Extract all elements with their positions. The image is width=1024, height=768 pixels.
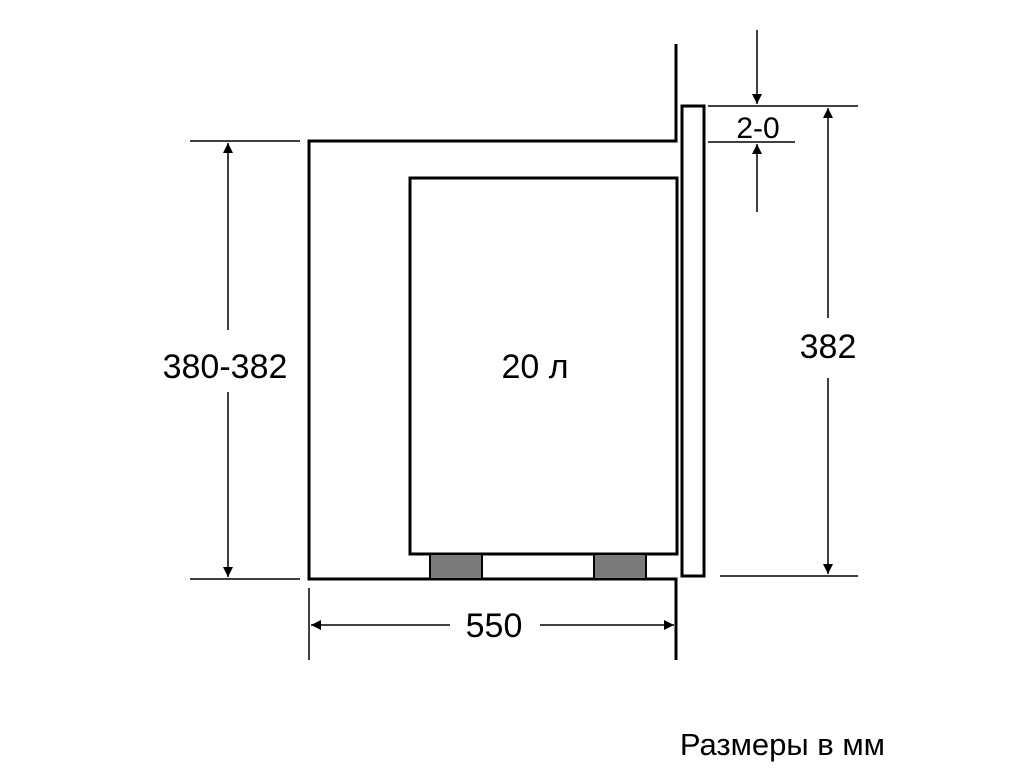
volume-label: 20 л: [501, 348, 568, 386]
appliance-foot-left: [429, 553, 483, 580]
appliance-foot-right: [593, 553, 647, 580]
oven-height-label: 382: [800, 328, 857, 366]
appliance-body: [408, 176, 679, 556]
depth-label: 550: [466, 607, 523, 645]
front-panel: [680, 104, 706, 578]
gap-label: 2-0: [736, 112, 779, 145]
cabinet-height-label: 380-382: [163, 348, 288, 386]
cabinet-outline: [307, 44, 678, 660]
units-caption: Размеры в мм: [680, 727, 885, 762]
